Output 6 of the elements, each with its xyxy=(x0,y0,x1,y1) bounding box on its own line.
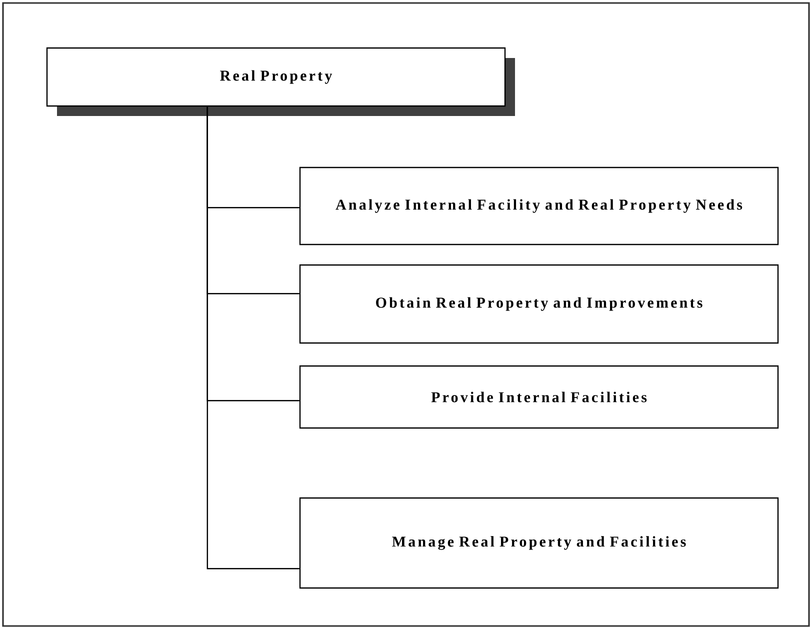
root-box: Real Property xyxy=(46,47,515,116)
process-box: Manage Real Property and Facilities xyxy=(299,497,779,589)
process-box: Obtain Real Property and Improvements xyxy=(299,264,779,344)
connector-line xyxy=(206,106,300,570)
process-box: Analyze Internal Facility and Real Property Needs xyxy=(299,166,779,246)
process-box: Provide Internal Facilities xyxy=(299,365,779,429)
